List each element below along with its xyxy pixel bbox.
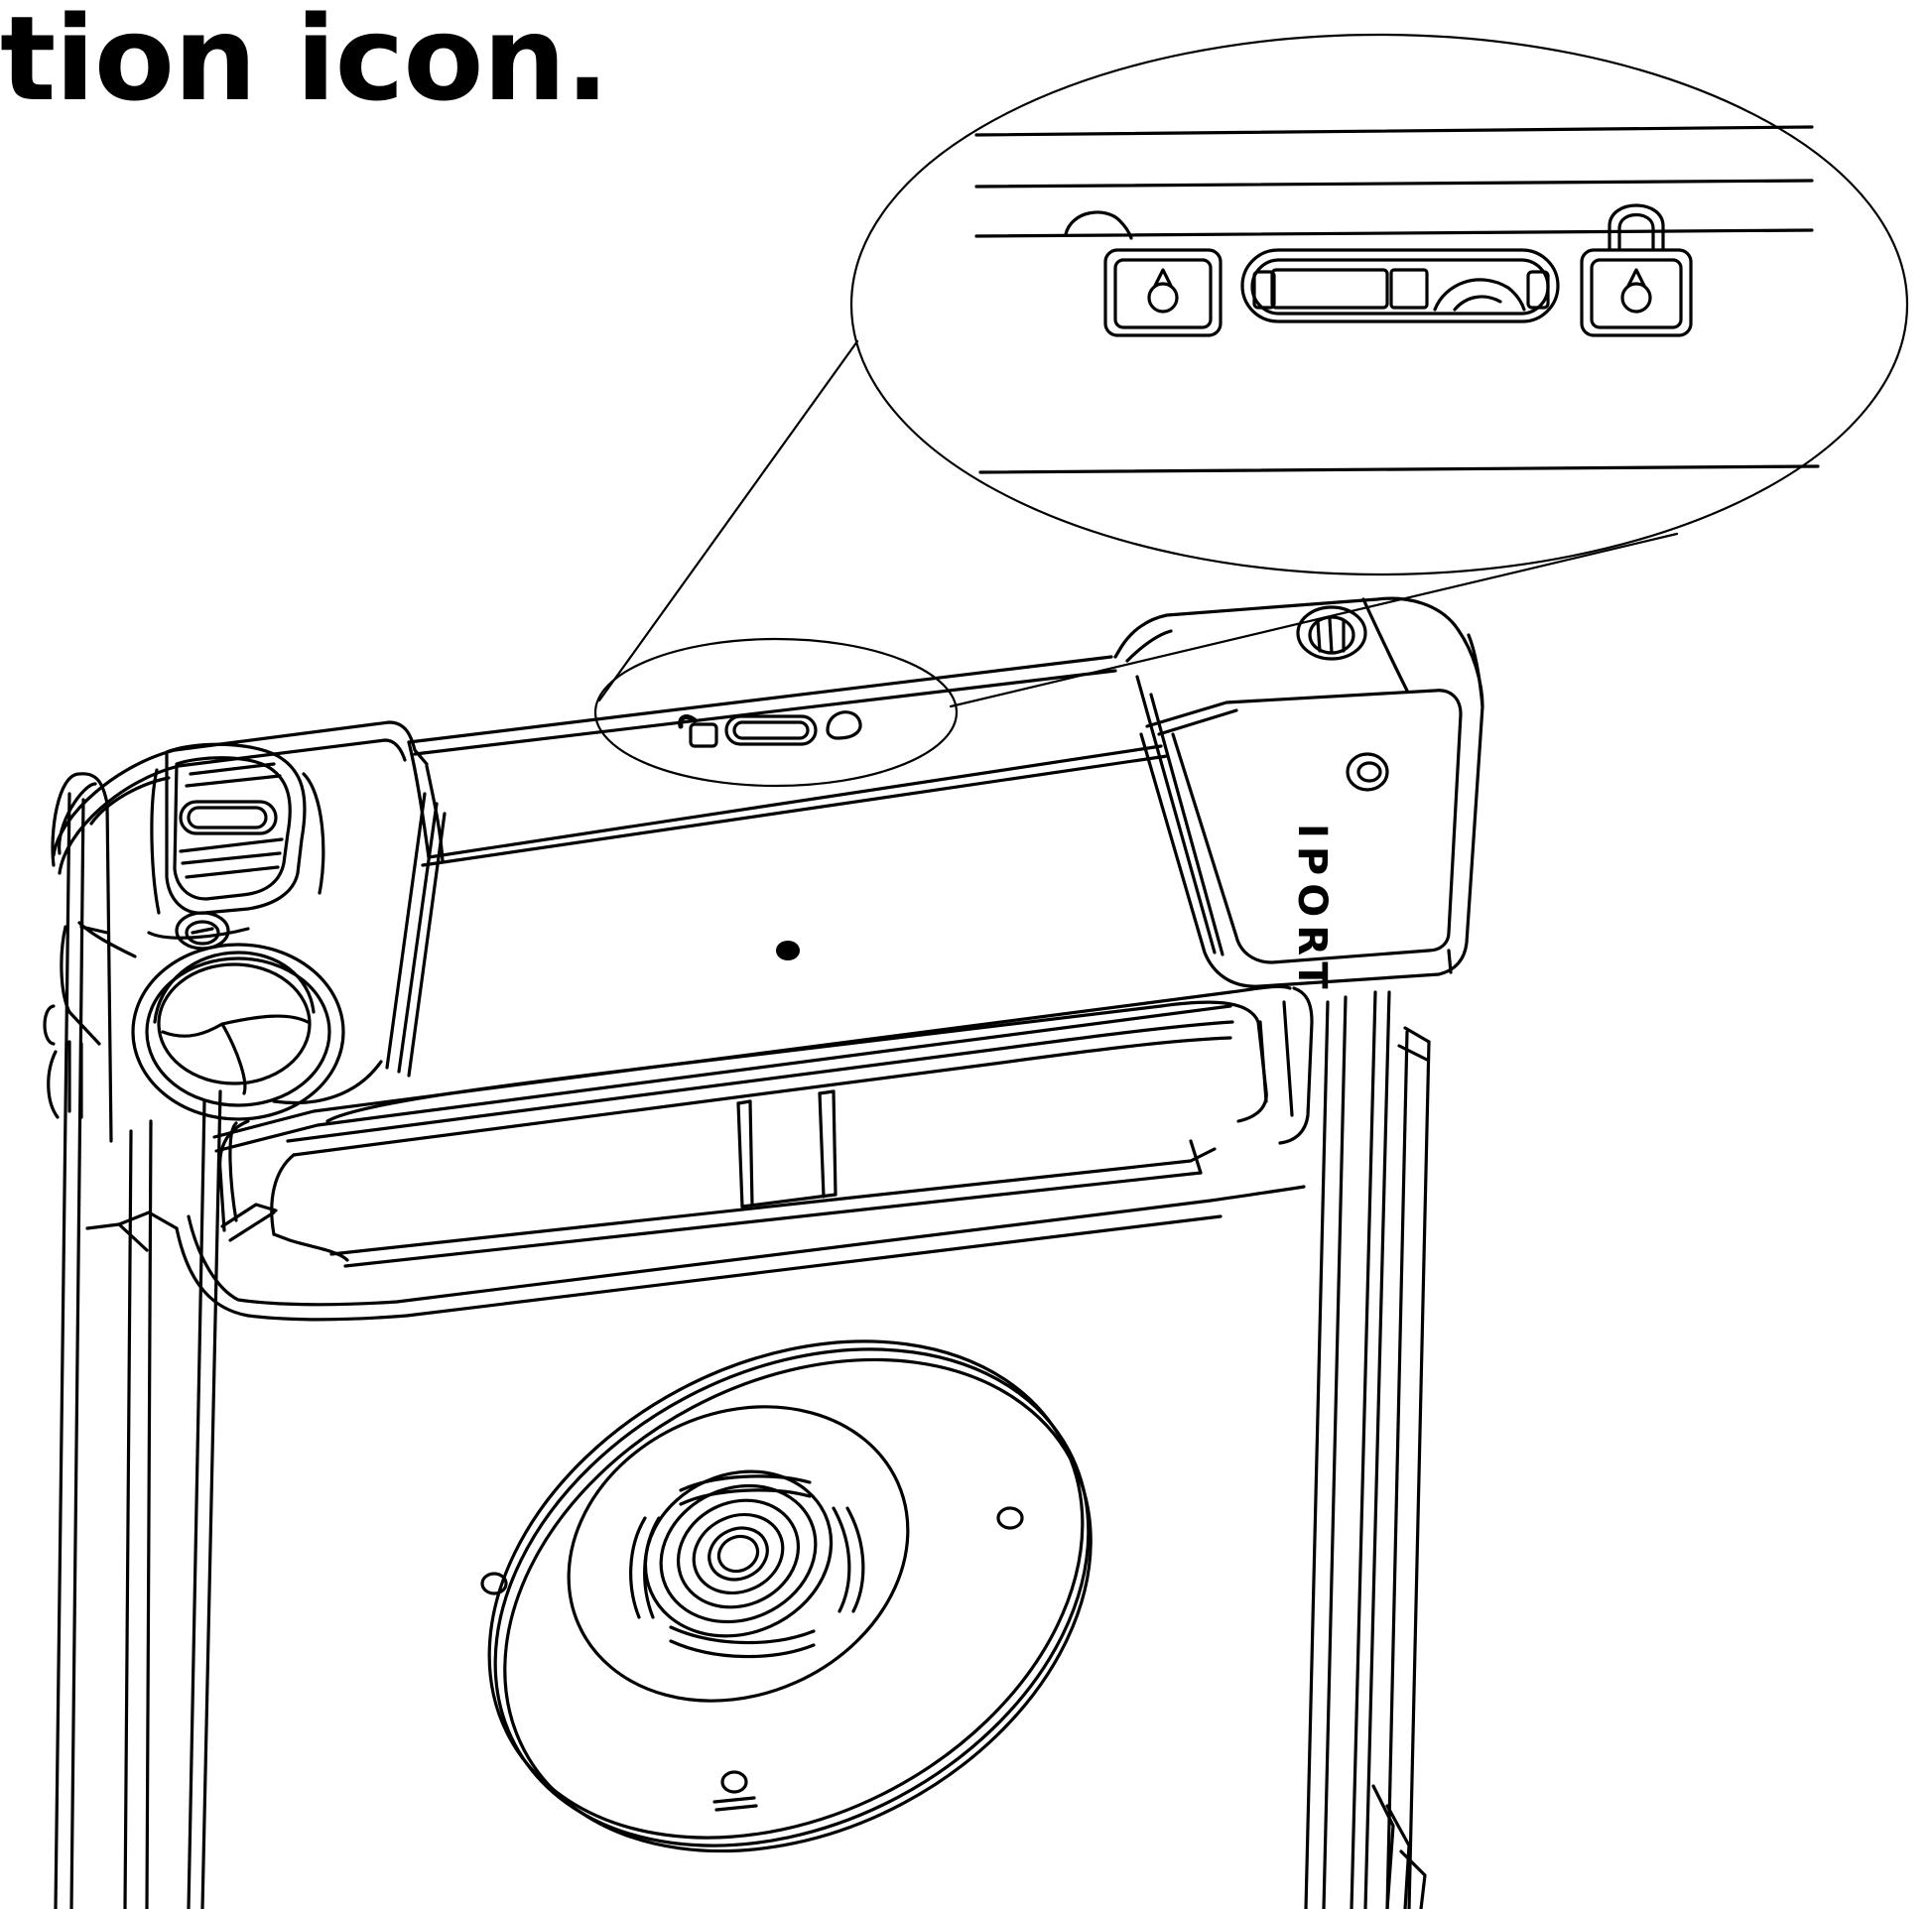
lock-open-icon	[1066, 212, 1221, 335]
round-button	[133, 945, 343, 1119]
top-right-screw-icon	[1298, 607, 1365, 659]
port-slot-icon	[1242, 250, 1558, 321]
bottom-clip-detail	[1387, 1806, 1409, 1909]
zoom-callout	[595, 35, 1907, 786]
lock-closed-icon	[1582, 205, 1691, 335]
brand-label: IPORT	[1289, 824, 1335, 997]
callout-connector-left	[599, 341, 857, 700]
callout-magnified-ellipse	[851, 35, 1907, 574]
zoom-edge-line-3	[976, 230, 1812, 236]
callout-connector-right	[951, 534, 1677, 706]
dock-tray	[87, 986, 1429, 1319]
instruction-caption: tion icon.	[0, 0, 609, 127]
speaker-plate	[403, 1242, 1177, 1909]
brand-logo-icon	[1348, 754, 1387, 790]
device-body	[45, 598, 1482, 1909]
pinhole-indicator	[776, 941, 800, 960]
callout-source-ellipse	[595, 639, 957, 786]
top-edge-port-icon	[681, 712, 860, 746]
zoom-edge-line-2	[976, 181, 1812, 187]
zoom-edge-line-4	[980, 466, 1818, 472]
zoom-edge-line-1	[976, 127, 1812, 135]
side-grip-button	[149, 744, 323, 938]
left-screw-icon	[177, 913, 228, 949]
